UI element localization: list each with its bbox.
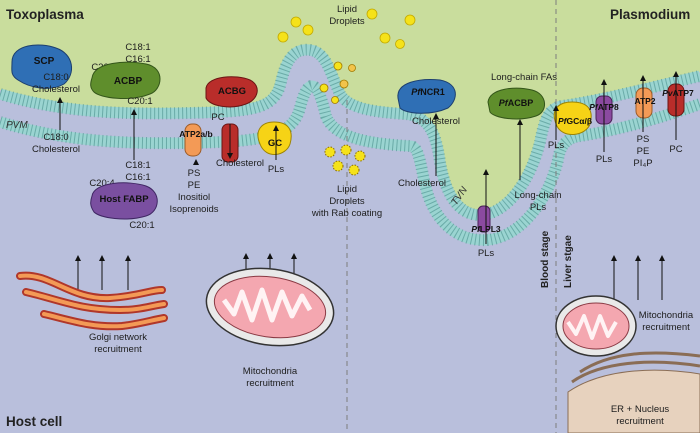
mito-left-line1: Mitochondria bbox=[243, 366, 298, 377]
title-plasmodium: Plasmodium bbox=[610, 7, 690, 22]
atp2ab-protein bbox=[184, 123, 202, 157]
pfacbp-label: PfACBP bbox=[499, 98, 534, 108]
pfncr1-protein bbox=[397, 79, 456, 114]
droplets-rab-line2: Droplets bbox=[329, 196, 365, 207]
plasmodium-arrows bbox=[433, 71, 679, 300]
atp7-pc: PC bbox=[669, 144, 682, 155]
mito-left-line2: recruitment bbox=[246, 378, 294, 389]
droplets-rab-line1: Lipid bbox=[337, 184, 357, 195]
atp-ps: PS bbox=[188, 168, 201, 179]
acbp-c161: C16:1 bbox=[125, 54, 150, 65]
acbg-pc: PC bbox=[211, 112, 224, 123]
gc-plasmo-pls: PLs bbox=[548, 140, 565, 151]
mitochondrion-left bbox=[205, 267, 335, 347]
ncr1-cholesterol-bottom: Cholesterol bbox=[398, 178, 446, 189]
lipid-droplets-rab bbox=[324, 144, 366, 176]
acbp-c201: C20:1 bbox=[127, 96, 152, 107]
fabp-c204: C20:4 bbox=[89, 178, 114, 189]
fabp-c161: C16:1 bbox=[125, 172, 150, 183]
parasite-vacuole-area bbox=[0, 0, 700, 212]
atp2-ps: PS bbox=[637, 134, 650, 145]
mito-right-line1: Mitochondria bbox=[639, 310, 694, 321]
lipid-droplets-top bbox=[277, 8, 416, 49]
title-toxoplasma: Toxoplasma bbox=[6, 7, 84, 22]
lower-c180: C18:0 bbox=[43, 132, 68, 143]
atp8-pls: PLs bbox=[596, 154, 613, 165]
fabp-c181: C18:1 bbox=[125, 160, 150, 171]
lower-cholesterol: Cholesterol bbox=[32, 144, 80, 155]
atp2-protein bbox=[635, 87, 653, 119]
pvatp7-label: PvATP7 bbox=[662, 88, 694, 98]
atp-inositol: Inositiol bbox=[178, 192, 210, 203]
longchain-fas: Long-chain FAs bbox=[491, 72, 557, 83]
atp2ab-label: ATP2a/b bbox=[179, 129, 212, 139]
droplets-rab-line3: with Rab coating bbox=[311, 208, 382, 219]
acbp-c181: C18:1 bbox=[125, 42, 150, 53]
droplets-top-line2: Droplets bbox=[329, 16, 365, 27]
golgi-network bbox=[16, 271, 168, 331]
liver-stage-label: Liver stgae bbox=[563, 235, 574, 288]
blood-stage-label: Blood stage bbox=[540, 230, 551, 288]
droplets-top-line1: Lipid bbox=[337, 4, 357, 15]
golgi-line2: recruitment bbox=[94, 344, 142, 355]
er-line1: ER + Nucleus bbox=[611, 404, 670, 415]
golgi-line1: Golgi network bbox=[89, 332, 147, 343]
fabp-c201: C20:1 bbox=[129, 220, 154, 231]
pflpl3-label: PfLPL3 bbox=[471, 224, 501, 234]
pfncr1-label: PfNCR1 bbox=[411, 87, 445, 97]
gc-pls: PLs bbox=[268, 164, 285, 175]
lipid-droplets-protrusion bbox=[319, 61, 356, 104]
label-pvm: PVM bbox=[6, 120, 28, 131]
pfgc-label: PfGCα/β bbox=[558, 116, 592, 126]
atp2-pe: PE bbox=[637, 146, 650, 157]
host-fabp-protein bbox=[90, 182, 158, 220]
pfacbp-protein bbox=[487, 87, 545, 120]
mito-right-line2: recruitment bbox=[642, 322, 690, 333]
acbg-label: ACBG bbox=[218, 86, 246, 97]
longchain-pls-1: Long-chain bbox=[514, 190, 561, 201]
er-line2: recruitment bbox=[616, 416, 664, 427]
pvm-membrane bbox=[0, 43, 700, 247]
scp-c180: C18:0 bbox=[43, 72, 68, 83]
atp-pe: PE bbox=[188, 180, 201, 191]
mitochondrion-right bbox=[555, 295, 637, 357]
atp-isoprenoids: Isoprenoids bbox=[169, 204, 218, 215]
pflpl3-protein bbox=[477, 205, 491, 233]
atp2-label: ATP2 bbox=[634, 96, 655, 106]
scp-cholesterol: Cholesterol bbox=[32, 84, 80, 95]
acbp-label: ACBP bbox=[114, 76, 143, 87]
acbp-protein bbox=[90, 61, 161, 99]
host-fabp-label: Host FABP bbox=[99, 194, 149, 205]
title-host-cell: Host cell bbox=[6, 414, 62, 429]
acbg-cholesterol: Cholesterol bbox=[216, 158, 264, 169]
scp-protein bbox=[11, 44, 72, 89]
acbg-protein bbox=[205, 76, 258, 108]
lpl3-pls: PLs bbox=[478, 248, 495, 259]
longchain-pls-2: PLs bbox=[530, 202, 547, 213]
scp-label: SCP bbox=[34, 56, 55, 67]
gc-label: GC bbox=[268, 138, 282, 149]
atp2-pi4p: PI₄P bbox=[633, 158, 652, 169]
pfatp8-label: PfATP8 bbox=[589, 102, 619, 112]
er-nucleus bbox=[567, 351, 700, 433]
